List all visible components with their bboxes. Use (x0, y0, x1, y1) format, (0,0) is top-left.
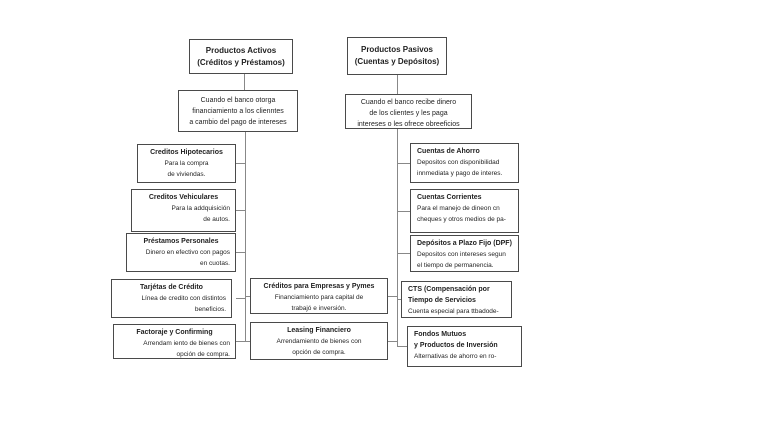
connector-line (388, 296, 397, 297)
connector-line (397, 253, 410, 254)
connector-line (245, 341, 250, 342)
node-body-line: Para el manejo de dineon cn (417, 205, 500, 212)
node-productos-pasivos: Productos Pasivos (Cuentas y Depósitos) (347, 37, 447, 75)
node-body-line: de autos. (203, 216, 230, 223)
node-prestamos-personales: Préstamos Personales Dinero en efectivo … (126, 233, 236, 272)
node-title: Tarjétas de Crédito (140, 284, 203, 291)
description-line: Cuando el banco otorga (200, 97, 276, 104)
node-title-line: (Cuentas y Depósitos) (354, 57, 440, 66)
node-title: Cuentas de Ahorro (417, 148, 480, 155)
node-body-line: Financiamiento para capital de (274, 294, 364, 301)
node-body-line: cheques y otros medios de pa- (417, 216, 506, 223)
node-activos-descripcion: Cuando el banco otorga financiamiento a … (178, 90, 298, 132)
node-body-line: beneficios. (194, 306, 226, 313)
node-title-line: Productos Pasivos (360, 45, 434, 54)
connector-line (236, 210, 245, 211)
node-title-line: Productos Activos (205, 46, 277, 55)
connector-line (236, 252, 245, 253)
node-body-line: Dinero en efectivo con pagos (145, 249, 230, 256)
node-title: Depósitos a Plazo Fijo (DPF) (417, 240, 512, 247)
node-creditos-empresas-pymes: Créditos para Empresas y Pymes Financiam… (250, 278, 388, 314)
node-body-line: Arrendam iento de bienes con (143, 340, 230, 347)
connector-line (397, 75, 398, 94)
node-body-line: opción de compra. (176, 351, 230, 358)
node-body-line: trabajó e inversión. (291, 305, 347, 312)
node-title: Créditos para Empresas y Pymes (263, 283, 375, 290)
connector-line (236, 163, 245, 164)
connector-line (244, 74, 245, 90)
connector-line (397, 346, 407, 347)
node-title: Cuentas Corrientes (417, 194, 482, 201)
node-title-line: Fondos Mutuos (414, 331, 467, 338)
connector-line (397, 211, 410, 212)
node-depositos-plazo-fijo: Depósitos a Plazo Fijo (DPF) Depositos c… (410, 235, 519, 272)
node-body-line: innmediata y pago de interes. (417, 170, 503, 177)
node-body-line: el tiempo de permanencia. (417, 262, 494, 269)
node-body-line: Para la addquisición (171, 205, 230, 212)
node-body-line: Alternativas de ahorro en ro- (414, 353, 497, 360)
node-cuentas-corrientes: Cuentas Corrientes Para el manejo de din… (410, 189, 519, 233)
connector-line (397, 163, 410, 164)
node-productos-activos: Productos Activos (Créditos y Préstamos) (189, 39, 293, 74)
node-body-line: Depositos con disponibilidad (417, 159, 500, 166)
connector-line (388, 341, 397, 342)
node-cuentas-de-ahorro: Cuentas de Ahorro Depositos con disponib… (410, 143, 519, 183)
node-body-line: de viviendas. (167, 171, 206, 178)
node-title: Creditos Hipotecarios (150, 149, 223, 156)
description-line: intereses o les ofrece obreeficios (357, 121, 460, 128)
node-body-line: en cuotas. (200, 260, 230, 267)
connector-line (236, 298, 245, 299)
node-title: Creditos Vehiculares (148, 194, 219, 201)
node-creditos-vehiculares: Creditos Vehiculares Para la addquisició… (131, 189, 236, 232)
node-tarjetas-de-credito: Tarjétas de Crédito Línea de credito con… (111, 279, 232, 318)
connector-line (397, 129, 398, 347)
node-pasivos-descripcion: Cuando el banco recibe dinero de los cli… (345, 94, 472, 129)
connector-line (397, 299, 401, 300)
node-cts: CTS (Compensación por Tiempo de Servicio… (401, 281, 512, 318)
connector-line (236, 341, 245, 342)
node-leasing-financiero: Leasing Financiero Arrendamiento de bien… (250, 322, 388, 360)
node-title-line: y Productos de Inversión (414, 342, 498, 349)
node-factoraje-y-confirming: Factoraje y Confirming Arrendam iento de… (113, 324, 236, 359)
description-line: a cambio del pago de intereses (189, 119, 287, 126)
node-body-line: Línea de credito con distintos (141, 295, 226, 302)
node-body-line: Para la compra (164, 160, 209, 167)
connector-line (245, 296, 250, 297)
node-creditos-hipotecarios: Creditos Hipotecarios Para la compra de … (137, 144, 236, 183)
node-body-line: opción de compra. (292, 349, 346, 356)
node-body-line: Arrendamiento de bienes con (276, 338, 362, 345)
node-title-line: Tiempo de Servicios (408, 297, 476, 304)
node-title: Préstamos Personales (143, 238, 219, 245)
connector-line (245, 132, 246, 341)
node-body-line: Cuenta especial para ttbadode- (408, 308, 499, 315)
node-title: Factoraje y Confirming (136, 329, 213, 336)
node-title: Leasing Financiero (287, 327, 351, 334)
node-fondos-mutuos: Fondos Mutuos y Productos de Inversión A… (407, 326, 522, 367)
description-line: de los clientes y les paga (369, 110, 448, 117)
node-body-line: Depositos con intereses segun (417, 251, 506, 258)
node-title-line: (Créditos y Préstamos) (197, 58, 285, 67)
node-title-line: CTS (Compensación por (408, 286, 490, 293)
description-line: Cuando el banco recibe dinero (360, 99, 457, 106)
description-line: financiamiento a los clienntes (192, 108, 284, 115)
